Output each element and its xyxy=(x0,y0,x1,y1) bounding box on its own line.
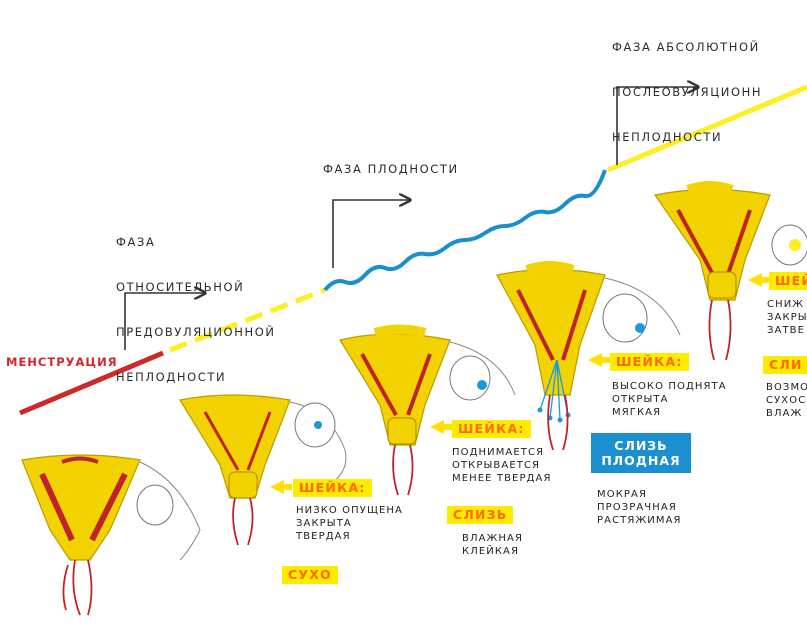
uterus-stage-2 xyxy=(179,394,347,546)
cervix-description-line: МЕНЕЕ ТВЕРДАЯ xyxy=(452,473,552,484)
relative-phase-line xyxy=(169,287,326,353)
pointer-menstruation xyxy=(124,293,205,350)
mucus-description-line: РАСТЯЖИМАЯ xyxy=(597,515,682,526)
label-relative-phase-line: ФАЗА xyxy=(116,235,156,249)
cervix-description-stage-3: ПОДНИМАЕТСЯ ОТКРЫВАЕТСЯ МЕНЕЕ ТВЕРДАЯ xyxy=(452,446,552,485)
mucus-label-stage-2: СУХО xyxy=(282,566,338,584)
fertility-wave xyxy=(323,169,607,292)
cervix-label-stage-4: ШЕЙКА: xyxy=(610,353,689,371)
cervix-description-line: ОТКРЫВАЕТСЯ xyxy=(452,460,541,471)
mucus-description-line: ВОЗМО xyxy=(766,382,807,393)
mucus-description-stage-3: ВЛАЖНАЯ КЛЕЙКАЯ xyxy=(462,532,523,558)
uterus-stage-5 xyxy=(653,181,807,361)
mucus-description-line: СУХОС xyxy=(766,395,807,406)
label-relative-phase-line: ПРЕДОВУЛЯЦИОННОЙ xyxy=(116,325,276,339)
mucus-description-line: МОКРАЯ xyxy=(597,489,648,500)
uterus-stage-1 xyxy=(21,454,201,616)
mucus-description-line: ВЛАЖ xyxy=(766,408,803,419)
mucus-description-stage-4: МОКРАЯ ПРОЗРАЧНАЯ РАСТЯЖИМАЯ xyxy=(597,488,682,527)
cervix-arrow-stage-2 xyxy=(270,480,292,494)
absolute-phase-line xyxy=(607,84,807,173)
cervix-description-stage-2: НИЗКО ОПУЩЕНА ЗАКРЫТА ТВЕРДАЯ xyxy=(296,504,403,543)
cervix-description-line: ЗАТВЕ xyxy=(767,325,806,336)
cervix-arrow-stage-3 xyxy=(430,420,452,434)
menstruation-line xyxy=(19,350,164,416)
label-absolute-phase: ФАЗА АБСОЛЮТНОЙ ПОСЛЕОВУЛЯЦИОНН НЕПЛОДНО… xyxy=(612,10,762,175)
mucus-label-line: СЛИЗЬ xyxy=(614,438,668,453)
cervix-description-line: ВЫСОКО ПОДНЯТА xyxy=(612,381,727,392)
label-menstruation: МЕНСТРУАЦИЯ xyxy=(6,355,118,369)
cervix-arrow-stage-4 xyxy=(588,353,610,367)
mucus-description-line: ВЛАЖНАЯ xyxy=(462,533,524,544)
cervix-label-stage-2: ШЕЙКА: xyxy=(293,479,372,497)
cervix-description-line: ОТКРЫТА xyxy=(612,394,669,405)
mucus-label-stage-3: СЛИЗЬ xyxy=(447,506,514,524)
label-relative-phase-line: ОТНОСИТЕЛЬНОЙ xyxy=(116,280,245,294)
mucus-description-stage-5: ВОЗМО СУХОС ВЛАЖ xyxy=(766,381,807,420)
cervix-description-stage-5: СНИЖ ЗАКРЫ ЗАТВЕ xyxy=(767,298,807,337)
uterus-stage-4 xyxy=(496,261,681,451)
cervix-description-line: ПОДНИМАЕТСЯ xyxy=(452,447,545,458)
cervix-description-stage-4: ВЫСОКО ПОДНЯТА ОТКРЫТА МЯГКАЯ xyxy=(612,380,727,419)
cervix-arrow-stage-5 xyxy=(748,273,770,287)
cervix-label-stage-5: ШЕЙ xyxy=(769,272,807,290)
label-relative-phase: ФАЗА ОТНОСИТЕЛЬНОЙ ПРЕДОВУЛЯЦИОННОЙ НЕПЛ… xyxy=(116,205,276,415)
label-absolute-phase-line: ФАЗА АБСОЛЮТНОЙ xyxy=(612,40,760,54)
label-absolute-phase-line: НЕПЛОДНОСТИ xyxy=(612,130,723,144)
uterus-stage-3 xyxy=(339,324,516,496)
cervix-description-line: ЗАКРЫТА xyxy=(296,518,352,529)
label-relative-phase-line: НЕПЛОДНОСТИ xyxy=(116,370,227,384)
mucus-label-line: ПЛОДНАЯ xyxy=(601,453,681,468)
label-absolute-phase-line: ПОСЛЕОВУЛЯЦИОНН xyxy=(612,85,763,99)
cervix-label-stage-3: ШЕЙКА: xyxy=(452,420,531,438)
mucus-label-stage-5: СЛИ xyxy=(763,356,807,374)
cervix-description-line: СНИЖ xyxy=(767,299,805,310)
cervix-description-line: ТВЕРДАЯ xyxy=(296,531,351,542)
mucus-description-line: ПРОЗРАЧНАЯ xyxy=(597,502,677,513)
pointer-absolute-phase xyxy=(616,87,698,165)
cervix-description-line: ЗАКРЫ xyxy=(767,312,807,323)
cervix-description-line: НИЗКО ОПУЩЕНА xyxy=(296,505,403,516)
pointer-relative-phase xyxy=(332,200,410,268)
label-fertility-phase: ФАЗА ПЛОДНОСТИ xyxy=(323,162,459,176)
cervix-description-line: МЯГКАЯ xyxy=(612,407,662,418)
mucus-label-stage-4: СЛИЗЬ ПЛОДНАЯ xyxy=(591,433,691,473)
mucus-description-line: КЛЕЙКАЯ xyxy=(462,546,520,557)
